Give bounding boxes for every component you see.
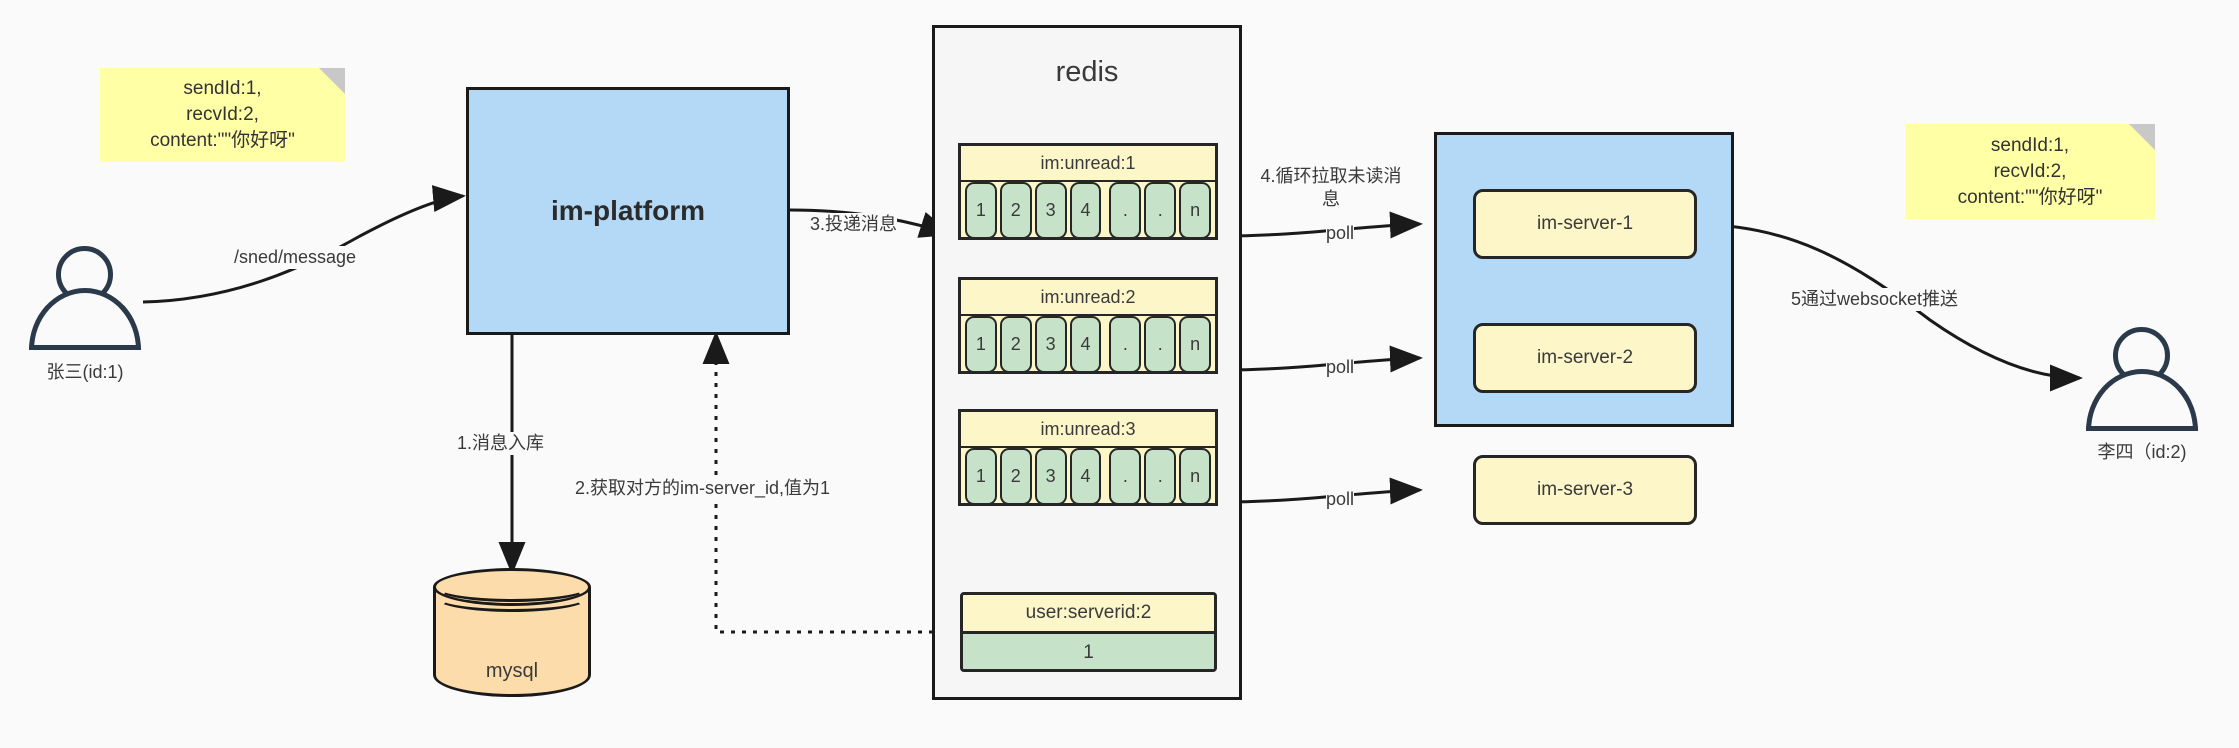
edge-poll-2 [1221,345,1423,373]
edge-label-step3: 3.投递消息 [810,213,898,236]
redis-cell: 2 [999,448,1032,505]
redis-cells-2: 1 2 3 4 . . n [961,316,1215,377]
redis-list-key-3: im:unread:3 [961,412,1215,448]
redis-list-key-2: im:unread:2 [961,280,1215,316]
im-platform-label: im-platform [551,195,705,226]
edge-label-send-message: /sned/message [234,246,357,269]
edge-label-step2: 2.获取对方的im-server_id,值为1 [575,477,831,500]
edge-label-poll-2: poll [1326,356,1355,379]
redis-cell: 1 [965,182,997,239]
redis-cell: . [1109,448,1142,505]
redis-cell: n [1179,448,1212,505]
receiver-avatar-body-icon [2086,369,2198,431]
redis-cell: . [1144,182,1177,239]
redis-cell: 1 [965,316,997,373]
redis-cell: . [1144,316,1177,373]
redis-list-im-unread-1[interactable]: im:unread:1 1 2 3 4 . . n [958,143,1218,240]
redis-cells-3: 1 2 3 4 . . n [961,448,1215,509]
edge-label-step1: 1.消息入库 [457,432,545,455]
redis-cell: 3 [1034,448,1067,505]
redis-cells-1: 1 2 3 4 . . n [961,182,1215,243]
redis-cell: n [1179,182,1212,239]
im-server-3-node[interactable]: im-server-3 [1473,455,1697,525]
redis-cell: . [1109,182,1142,239]
im-server-1-label: im-server-1 [1536,213,1634,234]
im-server-2-node[interactable]: im-server-2 [1473,323,1697,393]
edge-label-step4: 4.循环拉取未读消息 [1256,165,1406,211]
redis-cell: 4 [1069,448,1102,505]
redis-cell: n [1179,316,1212,373]
edge-poll-3 [1221,477,1423,505]
im-server-1-node[interactable]: im-server-1 [1473,189,1697,259]
redis-cell: 3 [1034,182,1067,239]
sender-avatar-body-icon [29,288,141,350]
redis-kv-user-serverid[interactable]: user:serverid:2 1 [960,592,1217,672]
redis-cell: 3 [1034,316,1067,373]
redis-list-key-1: im:unread:1 [961,146,1215,182]
note-right-text: sendId:1, recvId:2, content:""你好呀" [1957,134,2103,208]
im-server-3-label: im-server-3 [1536,479,1634,500]
note-left: sendId:1, recvId:2, content:""你好呀" [100,68,345,162]
redis-cell: . [1109,316,1142,373]
im-platform-node[interactable]: im-platform [466,87,790,335]
mysql-label: mysql [485,660,539,682]
redis-list-im-unread-2[interactable]: im:unread:2 1 2 3 4 . . n [958,277,1218,374]
edge-poll-1 [1221,211,1423,239]
redis-kv-value: 1 [963,634,1214,669]
note-left-text: sendId:1, recvId:2, content:""你好呀" [150,78,295,151]
redis-cell: 1 [965,448,997,505]
sender-label: 张三(id:1) [46,362,124,382]
redis-kv-key: user:serverid:2 [963,595,1214,634]
note-right: sendId:1, recvId:2, content:""你好呀" [1905,124,2155,219]
redis-cell: . [1144,448,1177,505]
mysql-cylinder-rim-2 [436,590,588,612]
im-server-2-label: im-server-2 [1536,347,1634,368]
note-fold-icon [319,68,345,94]
redis-cell: 2 [999,182,1032,239]
edge-label-poll-3: poll [1326,488,1355,511]
redis-cell: 4 [1069,316,1102,373]
redis-list-im-unread-3[interactable]: im:unread:3 1 2 3 4 . . n [958,409,1218,506]
note-fold-icon [2129,124,2155,150]
edge-label-poll-1: poll [1326,222,1355,245]
redis-title: redis [1055,56,1119,88]
receiver-label: 李四（id:2) [2097,442,2187,462]
redis-cell: 2 [999,316,1032,373]
edge-label-step5: 5通过websocket推送 [1791,288,1959,311]
redis-cell: 4 [1069,182,1102,239]
